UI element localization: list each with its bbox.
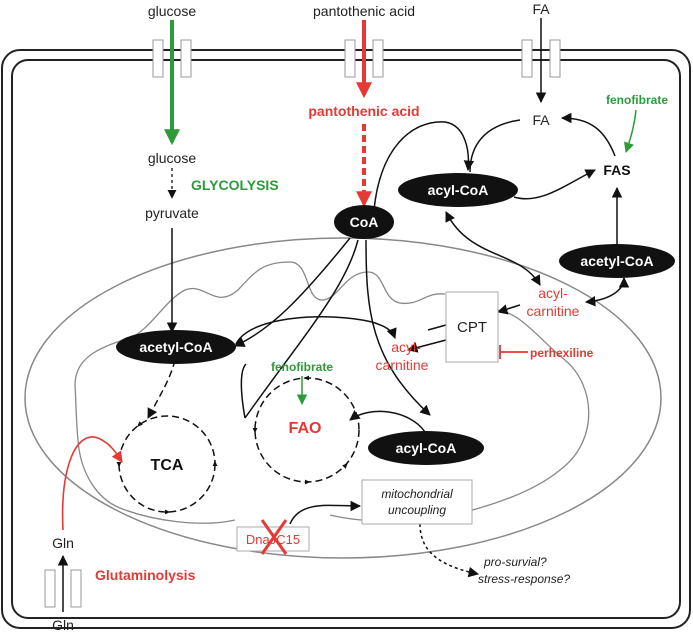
mitochondrion-outer-membrane	[24, 237, 662, 559]
acylcarnitine-acetylcoa-arrow	[584, 276, 630, 307]
coa-to-acylcoa-cyto-arrow	[373, 121, 475, 211]
uncoupling-box	[361, 479, 473, 525]
cell-inner-membrane	[11, 59, 681, 619]
acylcoa-mito-node: acyl-CoA	[368, 431, 484, 465]
acetylcoa-cytosol-node: acetyl-CoA	[559, 244, 675, 278]
perhexiline-label: perhexiline	[530, 346, 594, 360]
fa-to-acylcoa-arrow	[469, 119, 521, 173]
acylcoa-cytosol-label: acyl-CoA	[428, 182, 489, 198]
gln-transporter	[44, 569, 82, 608]
acylcarnitine-cytosol-line1: acyl-	[538, 285, 568, 301]
fas-to-fa-arrow	[560, 112, 616, 157]
pantothenate-transporter	[344, 39, 384, 78]
cpt-to-mito-acylcarnitine-arrow	[406, 339, 447, 353]
perhexiline-inhibition	[499, 345, 528, 359]
glutaminolysis-label: Glutaminolysis	[95, 567, 196, 583]
fa-transporter	[521, 39, 561, 78]
fao-label: FAO	[289, 420, 322, 437]
dnajc15-label: DnaJC15	[246, 532, 300, 547]
acetylcoa-to-tca-arrow	[147, 359, 176, 419]
fas-label: FAS	[603, 162, 630, 178]
coa-node: CoA	[334, 205, 394, 239]
fao-to-acetylcoa-arrow	[240, 363, 247, 419]
cell-outer-membrane	[1, 49, 691, 629]
dnajc15-knockout-cross	[260, 519, 288, 555]
uncoupling-to-outcome-arrow	[419, 523, 480, 578]
glucose-top-label: glucose	[148, 3, 196, 19]
acetylcoa-to-mito-acylcarnitine-arrow	[235, 316, 397, 345]
acylcarnitine-cytosol-line2: carnitine	[527, 303, 580, 319]
cpt-label: CPT	[457, 319, 487, 336]
outcome-line1: pro-survial?	[483, 555, 547, 569]
acylcarnitine-mito-line2: carnitine	[376, 357, 429, 373]
cpt-outer-to-acylcarnitine-arrow	[496, 304, 521, 315]
cpt-inner-line	[427, 324, 447, 331]
outcome-line2: stress-response?	[478, 572, 570, 586]
acetylcoa-mito-label: acetyl-CoA	[139, 339, 212, 355]
fa-label: FA	[532, 112, 550, 128]
gln-cytosol-label: Gln	[52, 535, 74, 551]
mitochondrion-cristae	[74, 261, 590, 524]
acylcarnitine-mito-line1: acyl-	[391, 339, 421, 355]
cpt-box	[445, 291, 499, 363]
fenofibrate-to-fas-arrow	[624, 109, 637, 153]
acylcoa-acylcarnitine-arrow	[445, 211, 541, 286]
dnajc15-to-uncoupling-arrow	[289, 500, 362, 525]
pantothenic-acid-label: pantothenic acid	[308, 103, 419, 119]
pyruvate-label: pyruvate	[145, 205, 199, 221]
gln-bottom-label: Gln	[52, 617, 74, 632]
acylcoa-to-fas-arrow	[513, 169, 596, 200]
glucose-label: glucose	[148, 150, 196, 166]
coa-label: CoA	[350, 214, 379, 230]
fenofibrate-cytosol-label: fenofibrate	[606, 93, 668, 107]
coa-to-fao-arrow	[244, 239, 359, 419]
acylcoa-cytosol-node: acyl-CoA	[398, 173, 518, 207]
fa-top-label: FA	[532, 1, 550, 17]
acetylcoa-cytosol-label: acetyl-CoA	[580, 253, 653, 269]
acylcoa-mito-label: acyl-CoA	[396, 440, 457, 456]
tca-label: TCA	[151, 457, 184, 474]
pantothenic-top-label: pantothenic acid	[313, 3, 415, 19]
glutaminolysis-arrow	[61, 436, 123, 531]
glucose-transporter	[152, 39, 192, 78]
uncoupling-line2: uncoupling	[388, 503, 446, 517]
coa-to-acetylcoa-arrow	[234, 237, 351, 347]
coa-to-acylcoa-mito-arrow	[365, 239, 431, 416]
fenofibrate-mito-label: fenofibrate	[271, 360, 333, 374]
acetylcoa-mito-node: acetyl-CoA	[116, 330, 236, 364]
glycolysis-label: GLYCOLYSIS	[191, 177, 279, 193]
uncoupling-line1: mitochondrial	[381, 487, 453, 501]
acylcoa-to-fao-arrow	[349, 410, 426, 433]
